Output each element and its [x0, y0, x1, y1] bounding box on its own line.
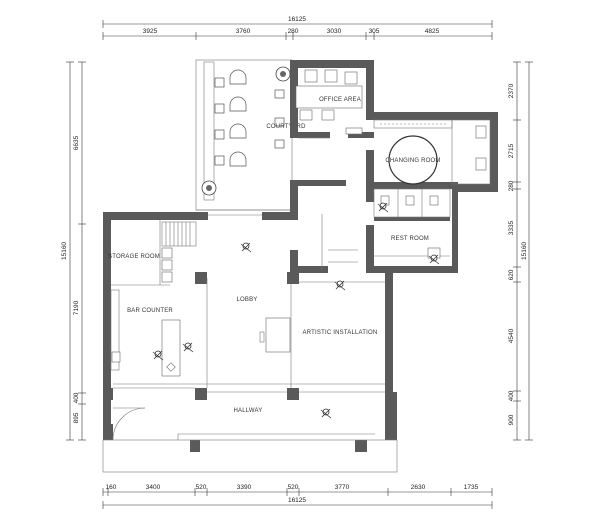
person-figure-icon — [152, 350, 164, 361]
person-figure-icon — [377, 202, 389, 213]
changing-room-furniture: CHANGING ROOM — [373, 119, 491, 185]
right-dimension-8: 900 — [508, 414, 515, 425]
person-figure-icon — [428, 254, 440, 265]
right-dimension-4: 3335 — [508, 220, 515, 235]
person-figure-icon — [240, 242, 252, 253]
left-dimension-2: 7190 — [73, 300, 80, 315]
bar-counter-label: BAR COUNTER — [127, 308, 173, 314]
planter-core — [206, 185, 212, 191]
left-dimension-1: 6635 — [73, 135, 80, 150]
right-total-dimension: 15160 — [521, 242, 528, 260]
interior-lines — [102, 137, 398, 473]
bottom-dimensions: 160 3400 520 3390 520 3770 2630 1735 161… — [102, 484, 493, 509]
storage-room-label: STORAGE ROOM — [108, 254, 160, 260]
courtyard-chairs — [214, 69, 285, 167]
bottom-total-dimension: 16125 — [288, 497, 306, 504]
top-dimension-4: 3030 — [327, 28, 342, 35]
bottom-dimension-3: 520 — [196, 484, 207, 491]
right-dimension-1: 2370 — [508, 83, 515, 98]
bottom-dimension-5: 520 — [288, 484, 299, 491]
bottom-dimension-6: 3770 — [335, 484, 350, 491]
office-furniture: OFFICE AREA — [295, 69, 363, 135]
artistic-installation-label: ARTISTIC INSTALLATION — [303, 330, 378, 336]
people-figures — [152, 202, 440, 419]
office-area-label: OFFICE AREA — [319, 97, 361, 103]
lobby-label: LOBBY — [236, 297, 257, 303]
left-total-dimension: 15160 — [61, 242, 68, 260]
storage-bar-furniture: STORAGE ROOM BAR COUNTER — [108, 247, 181, 377]
left-dimensions: 15160 6635 7190 400 895 — [61, 61, 86, 441]
top-dimensions: 16125 3925 3760 280 3030 305 4825 — [102, 16, 493, 40]
courtyard-area: COURTYARD — [195, 59, 306, 216]
top-dimension-2: 3760 — [236, 28, 251, 35]
bottom-dimension-4: 3390 — [237, 484, 252, 491]
planter-core — [280, 71, 286, 77]
bottom-dimension-2: 3400 — [146, 484, 161, 491]
right-dimension-5: 620 — [508, 269, 515, 280]
bottom-dimension-7: 2630 — [411, 484, 426, 491]
rest-room-furniture: REST ROOM — [373, 188, 451, 259]
left-dimension-4: 895 — [73, 412, 80, 423]
right-dimension-6: 4540 — [508, 328, 515, 343]
rest-room-label: REST ROOM — [391, 236, 429, 242]
courtyard-label: COURTYARD — [266, 124, 306, 130]
right-dimension-7: 400 — [508, 390, 515, 401]
person-figure-icon — [182, 342, 194, 353]
person-figure-icon — [334, 280, 346, 291]
changing-room-label: CHANGING ROOM — [385, 158, 440, 164]
top-dimension-3: 280 — [288, 28, 299, 35]
top-dimension-1: 3925 — [143, 28, 158, 35]
top-dimension-6: 4825 — [425, 28, 440, 35]
right-dimension-2: 2715 — [508, 143, 515, 158]
left-dimension-3: 400 — [73, 392, 80, 403]
bottom-dimension-8: 1735 — [464, 484, 479, 491]
walls — [103, 60, 498, 452]
staircase — [161, 221, 197, 247]
changing-room-rotunda — [388, 135, 438, 185]
bottom-dimension-1: 160 — [106, 484, 117, 491]
top-dimension-5: 305 — [369, 28, 380, 35]
top-total-dimension: 16125 — [288, 16, 306, 23]
hallway-label: HALLWAY — [234, 408, 263, 414]
right-dimension-3: 280 — [508, 180, 515, 191]
lobby-furniture: LOBBY ARTISTIC INSTALLATION HALLWAY — [234, 297, 378, 414]
person-figure-icon — [320, 408, 332, 419]
right-dimensions: 2370 2715 280 3335 620 4540 400 900 1516… — [508, 61, 533, 441]
